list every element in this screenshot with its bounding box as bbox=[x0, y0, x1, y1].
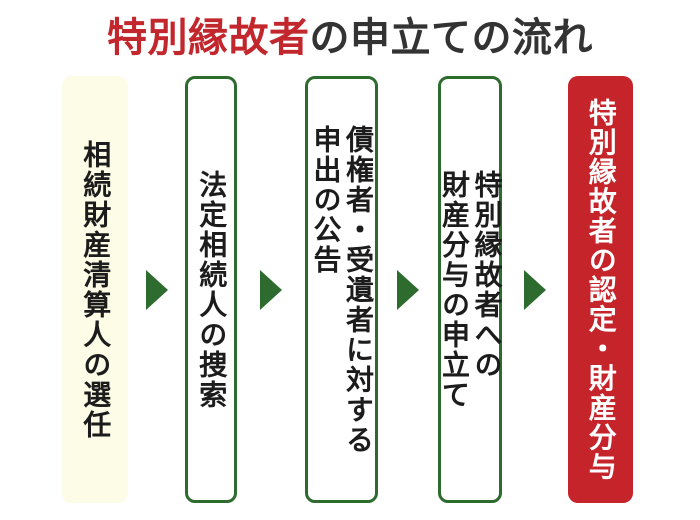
flow-step-3-label: 債権者・受遺者に対する 申出の公告 bbox=[309, 125, 374, 455]
title-rest: の申立ての流れ bbox=[309, 16, 593, 60]
right-arrow-icon bbox=[524, 269, 546, 310]
flow-step-4-label: 特別縁故者への 財産分与の申立て bbox=[438, 169, 503, 410]
right-arrow-icon bbox=[145, 269, 168, 310]
step-text-line: 債権者・受遺者に対する bbox=[342, 124, 374, 455]
flow-step-1-label: 相続財産清算人の選任 bbox=[79, 140, 111, 440]
step-text-line: 財産分与の申立て bbox=[439, 169, 470, 410]
step-text-line: 特別縁故者への bbox=[471, 169, 503, 380]
flow-step-2: 法定相続人の捜索 bbox=[185, 76, 237, 503]
step-text-line: 法定相続人の捜索 bbox=[196, 169, 228, 410]
right-arrow-icon bbox=[397, 269, 419, 310]
flow-step-2-label: 法定相続人の捜索 bbox=[195, 170, 227, 410]
flow-diagram: 相続財産清算人の選任 法定相続人の捜索 債権者・受遺者に対する 申出の公告 特 bbox=[0, 76, 700, 503]
flow-step-1: 相続財産清算人の選任 bbox=[62, 76, 128, 503]
flow-step-4: 特別縁故者への 財産分与の申立て bbox=[438, 76, 502, 503]
arrow-cell-3 bbox=[378, 76, 438, 503]
page-title: 特別縁故者の申立ての流れ bbox=[0, 0, 700, 60]
flow-step-3: 債権者・受遺者に対する 申出の公告 bbox=[305, 76, 378, 503]
title-highlight: 特別縁故者 bbox=[107, 16, 310, 60]
right-arrow-icon bbox=[260, 269, 282, 310]
arrow-cell-1 bbox=[128, 76, 185, 503]
arrow-cell-2 bbox=[237, 76, 305, 503]
step-text-line: 申出の公告 bbox=[310, 124, 342, 275]
arrow-cell-4 bbox=[502, 76, 568, 503]
flow-step-5: 特別縁故者の認定・財産分与 bbox=[568, 76, 633, 503]
step-text-line: 特別縁故者の認定・財産分与 bbox=[585, 97, 617, 482]
step-text-line: 相続財産清算人の選任 bbox=[80, 139, 112, 440]
flow-step-5-label: 特別縁故者の認定・財産分与 bbox=[584, 97, 617, 482]
